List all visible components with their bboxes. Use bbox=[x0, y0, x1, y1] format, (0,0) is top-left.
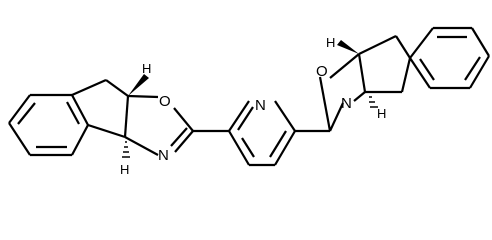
molecule-canvas: O N H H N bbox=[8, 26, 490, 177]
left-oxygen-label: O bbox=[159, 93, 171, 110]
right-cyclopentane-ring bbox=[358, 35, 412, 94]
pyridine-nitrogen-label: N bbox=[255, 97, 266, 114]
left-benzene-ring bbox=[8, 93, 89, 157]
left-wedge-bond-top bbox=[128, 74, 149, 96]
left-cyclopentane-ring bbox=[71, 78, 130, 139]
left-nitrogen-label: N bbox=[158, 147, 169, 164]
right-h-bottom-label: H bbox=[377, 106, 386, 121]
pyridine-ring bbox=[228, 100, 296, 167]
right-hash-bond-bottom bbox=[369, 96, 378, 108]
right-wedge-bond-top bbox=[337, 40, 359, 54]
left-hash-bond-bottom bbox=[122, 141, 130, 158]
left-oxazoline-ring bbox=[124, 94, 194, 156]
left-indanoxazoline-unit: O N H H bbox=[8, 61, 194, 177]
molecular-structure-diagram: O N H H N bbox=[8, 26, 490, 177]
right-nitrogen-label: N bbox=[341, 95, 352, 112]
right-benzene-ring bbox=[409, 26, 490, 90]
right-indanoxazoline-unit: O N H H bbox=[316, 26, 490, 132]
right-oxazoline-ring bbox=[318, 53, 367, 132]
right-oxygen-label: O bbox=[316, 63, 328, 80]
left-h-bottom-label: H bbox=[120, 162, 129, 177]
right-h-top-label: H bbox=[326, 35, 335, 50]
left-h-top-label: H bbox=[142, 61, 151, 76]
